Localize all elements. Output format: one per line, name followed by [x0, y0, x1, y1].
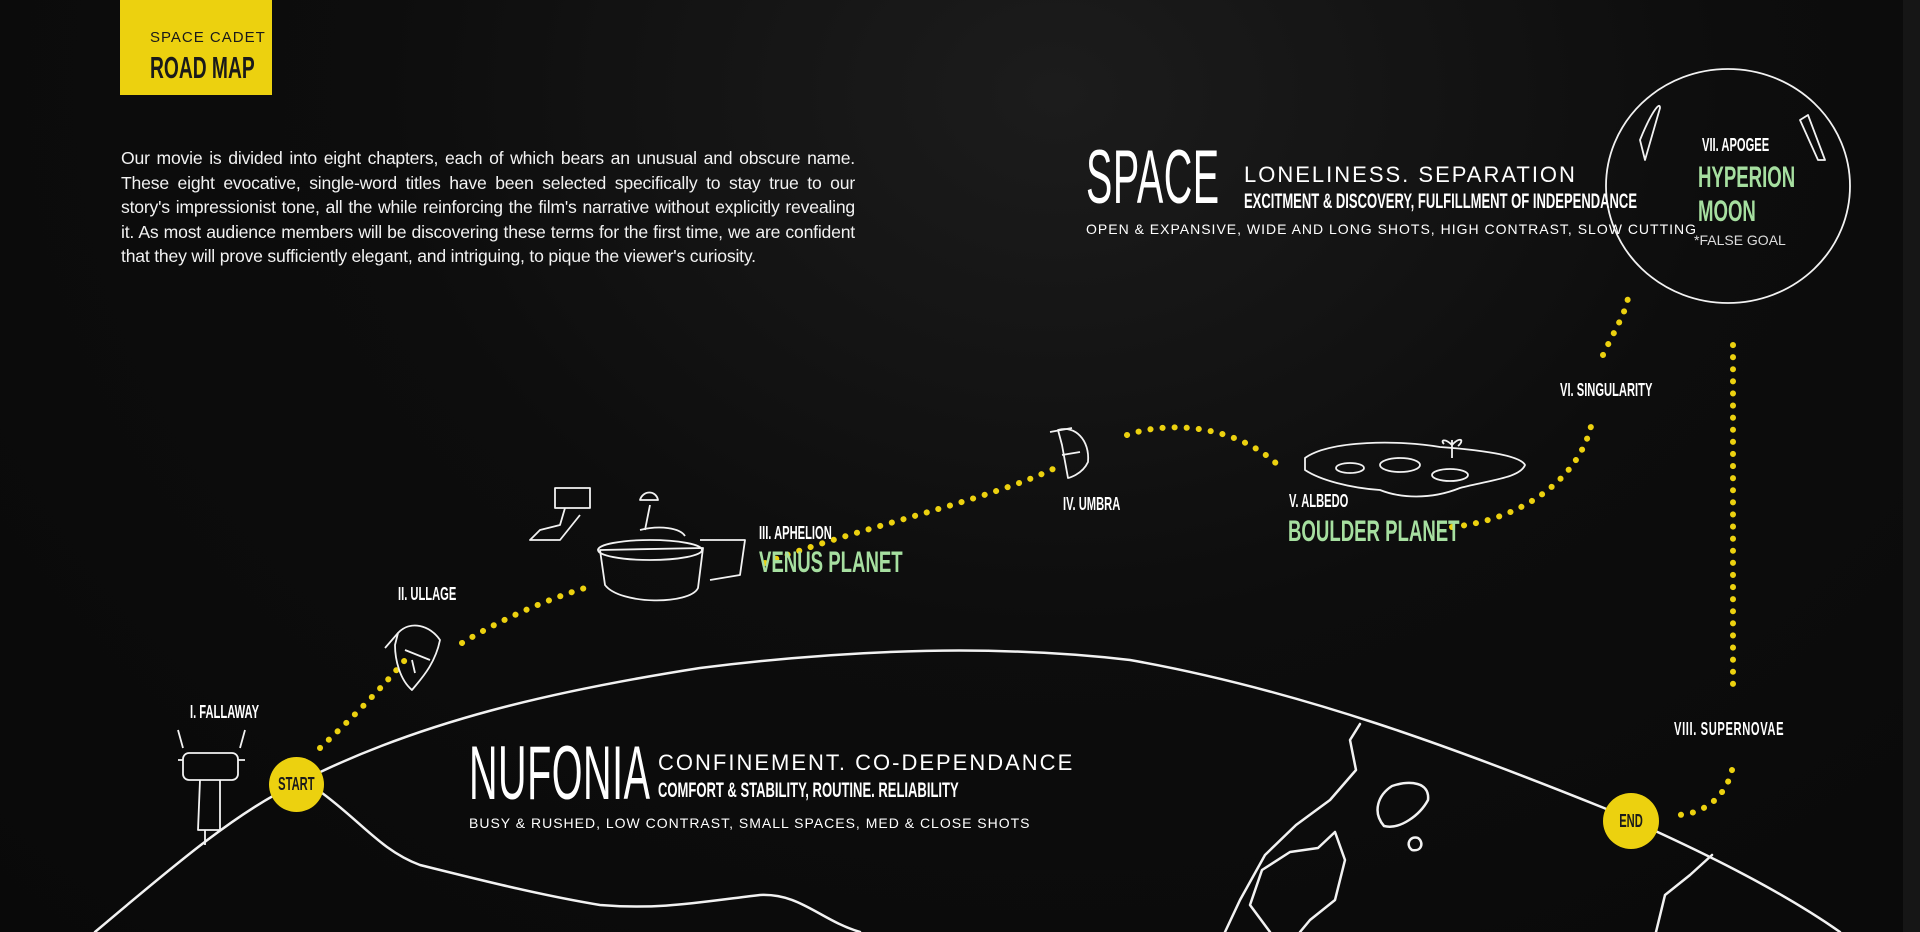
chapter-5-place: BOULDER PLANET	[1288, 515, 1460, 548]
island-1	[1376, 781, 1430, 828]
chapter-7-note: *FALSE GOAL	[1694, 232, 1786, 248]
end-node: END	[1603, 793, 1659, 849]
chapter-3-label: III. APHELION	[759, 523, 832, 543]
space-section-title: SPACE	[1086, 135, 1220, 220]
space-theme: LONELINESS. SEPARATION	[1244, 162, 1577, 187]
start-node: START	[269, 757, 324, 812]
moon-crater-icon	[1639, 105, 1661, 161]
ullage-pod-icon	[384, 624, 441, 691]
nufonia-style: BUSY & RUSHED, LOW CONTRAST, SMALL SPACE…	[469, 815, 1031, 831]
chapter-8-label: VIII. SUPERNOVAE	[1674, 719, 1785, 739]
space-style: OPEN & EXPANSIVE, WIDE AND LONG SHOTS, H…	[1086, 221, 1698, 237]
path-ullage-aphelion	[459, 585, 588, 646]
nufonia-theme: CONFINEMENT. CO-DEPENDANCE	[658, 750, 1075, 775]
spaceship-icon	[529, 487, 591, 541]
intro-paragraph: Our movie is divided into eight chapters…	[121, 148, 855, 266]
continent-3	[1654, 853, 1714, 932]
path-albedo-singularity	[1449, 419, 1595, 530]
chapter-5-label: V. ALBEDO	[1289, 491, 1349, 511]
chapter-4-label: IV. UMBRA	[1063, 494, 1121, 514]
umbra-pod-icon	[1049, 427, 1089, 479]
right-edge	[1903, 0, 1920, 932]
continent-2	[1248, 830, 1347, 932]
logo-subtitle: SPACE CADET	[150, 29, 266, 46]
venus-planet-icon	[597, 491, 746, 602]
hyperion-moon-icon	[1605, 68, 1851, 304]
continent-1	[1223, 722, 1362, 932]
chapter-7-label: VII. APOGEE	[1702, 135, 1770, 155]
path-aphelion-umbra	[762, 465, 1058, 566]
chapter-2-label: II. ULLAGE	[398, 584, 457, 604]
moon-crater-icon	[1799, 114, 1826, 161]
road-map-logo: SPACE CADET ROAD MAP	[120, 0, 272, 95]
chapter-1-label: I. FALLAWAY	[190, 702, 260, 722]
path-singularity-apogee	[1600, 295, 1631, 358]
island-2	[1407, 836, 1423, 852]
path-umbra-albedo	[1124, 424, 1286, 473]
boulder-planet-icon	[1304, 438, 1526, 498]
chapter-3-place: VENUS PLANET	[759, 546, 903, 579]
nufonia-feeling: COMFORT & STABILITY, ROUTINE. RELIABILIT…	[658, 779, 959, 802]
nufonia-valley-line	[316, 788, 862, 932]
logo-title: ROAD MAP	[150, 50, 255, 85]
fallaway-character-icon	[177, 729, 246, 845]
nufonia-section-title: NUFONIA	[469, 731, 651, 816]
path-start-ullage	[317, 657, 408, 751]
path-supernovae-end	[1673, 767, 1735, 818]
space-feeling: EXCITMENT & DISCOVERY, FULFILLMENT OF IN…	[1244, 190, 1638, 213]
chapter-6-label: VI. SINGULARITY	[1560, 380, 1653, 400]
